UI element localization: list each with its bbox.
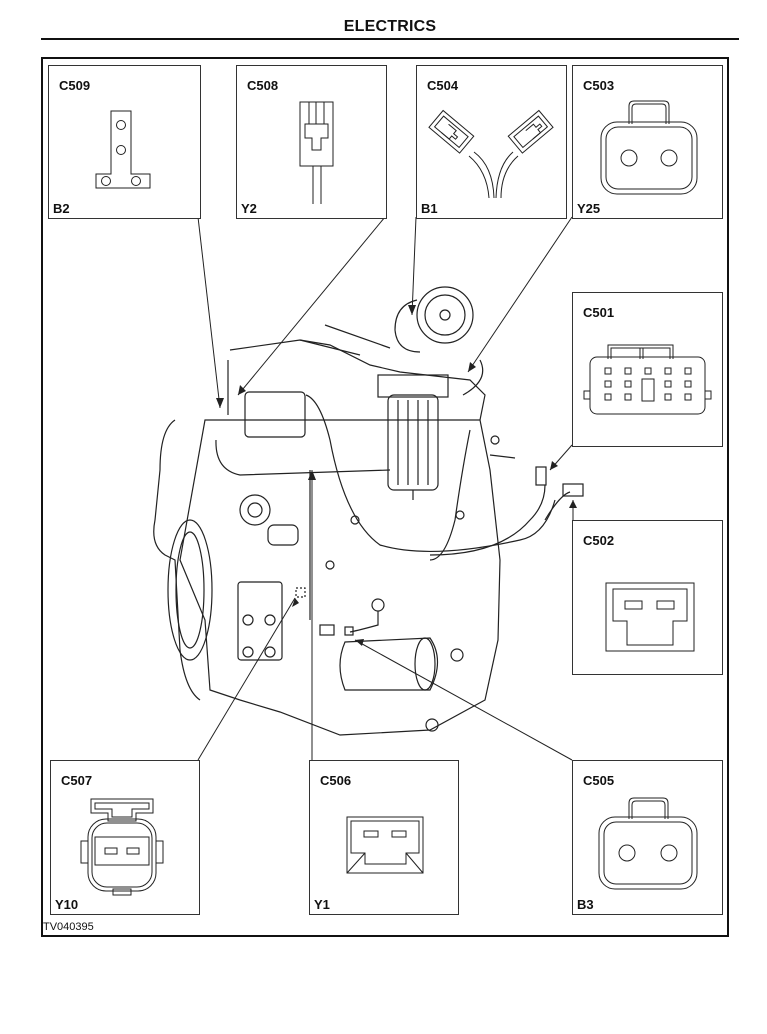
connector-id: C501: [583, 305, 615, 320]
component-code: B1: [421, 201, 442, 216]
connector-panel-c505: C505 B3: [572, 760, 723, 915]
component-code: Y25: [577, 201, 605, 216]
t-plate-connector-icon: [95, 110, 151, 189]
rectangular-connector-icon: [605, 582, 695, 652]
connector-panel-c508: C508 Y2: [236, 65, 387, 219]
component-code: Y10: [55, 897, 83, 912]
engine-body: [153, 286, 584, 736]
connector-id: C506: [320, 773, 352, 788]
connector-id: C509: [59, 78, 91, 93]
connector-id: C503: [583, 78, 615, 93]
connector-panel-c507: C507 Y10: [50, 760, 200, 915]
connector-panel-c503: C503 Y25: [572, 65, 723, 219]
multiplug-connector-icon: [583, 344, 712, 415]
page-title: ELECTRICS: [343, 18, 437, 35]
component-code: B2: [53, 201, 74, 216]
round-latch-connector-icon: [600, 100, 698, 195]
connector-id: C508: [247, 78, 279, 93]
component-code: B3: [577, 897, 598, 912]
figure-number: TV040395: [43, 921, 94, 933]
keyed-connector-icon: [346, 816, 424, 874]
connector-id: C504: [427, 78, 459, 93]
connector-c502-marker: [562, 483, 584, 497]
twin-spade-connector-icon: [428, 109, 554, 199]
connector-id: C505: [583, 773, 615, 788]
connector-panel-c501: C501: [572, 292, 723, 447]
connector-id: C507: [61, 773, 93, 788]
sealed-latch-connector-icon: [80, 798, 164, 896]
leader-arrowheads: [216, 305, 577, 646]
connector-panel-c509: C509 B2: [48, 65, 201, 219]
round-latch-connector-icon: [598, 797, 698, 890]
connector-panel-c502: C502: [572, 520, 723, 675]
connector-c501-marker: [535, 466, 547, 486]
component-code: Y2: [241, 201, 261, 216]
leader-lines: [197, 216, 574, 761]
title-rule: [41, 38, 739, 40]
component-code: Y1: [314, 897, 334, 912]
blade-plug-connector-icon: [299, 101, 334, 204]
diagram-frame: [41, 57, 729, 937]
connector-id: C502: [583, 533, 615, 548]
connector-panel-c504: C504 B1: [416, 65, 567, 219]
connector-panel-c506: C506 Y1: [309, 760, 459, 915]
